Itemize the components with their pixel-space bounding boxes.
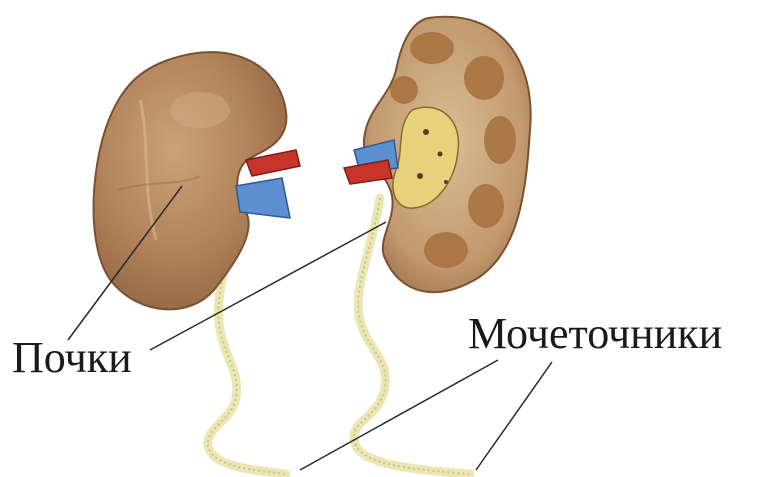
- left-kidney: [94, 52, 287, 309]
- leader-line-ureters-left: [300, 360, 498, 470]
- label-ureters: Мочеточники: [468, 312, 722, 356]
- left-renal-vein: [236, 178, 290, 218]
- leader-line-ureters-right: [476, 362, 552, 470]
- label-kidneys: Почки: [12, 336, 132, 380]
